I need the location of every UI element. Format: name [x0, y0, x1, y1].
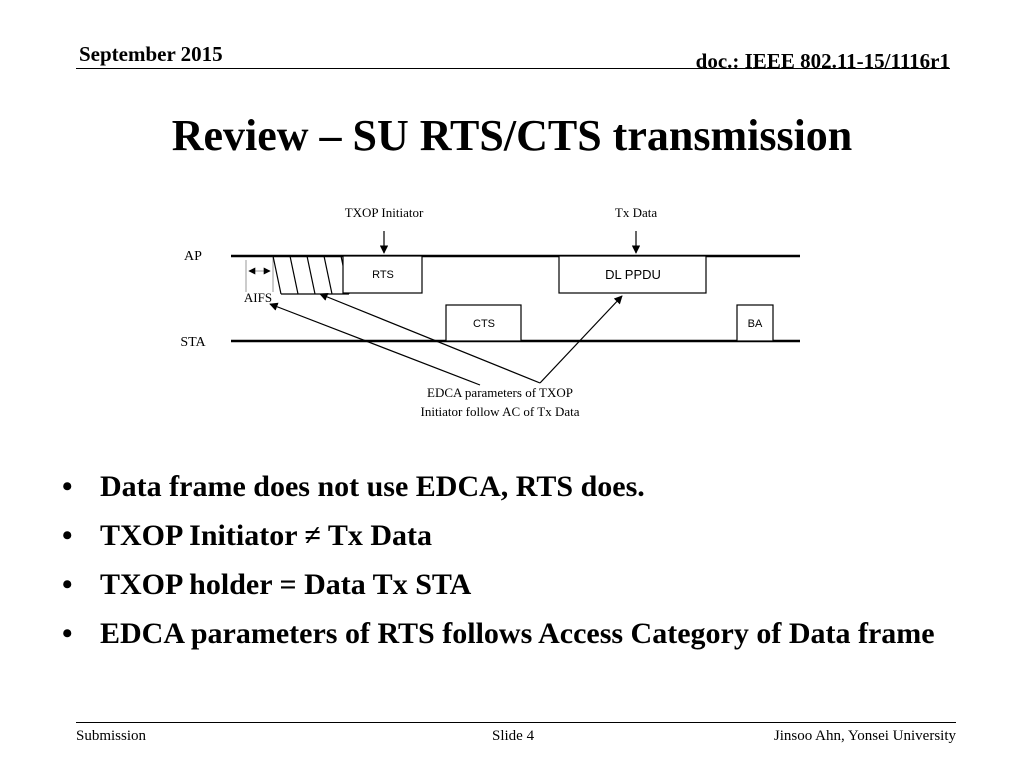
edca-note-line2: Initiator follow AC of Tx Data — [421, 404, 580, 419]
callout-arrow-backoff — [319, 292, 541, 384]
slide-title: Review – SU RTS/CTS transmission — [171, 111, 853, 160]
footer-author: Jinsoo Ahn, Yonsei University — [773, 728, 956, 744]
sta-label: STA — [180, 335, 206, 350]
ba-frame — [736, 304, 774, 342]
ba-frame-label: BA — [748, 318, 763, 330]
dl-ppdu-frame-label: DL PPDU — [605, 267, 661, 282]
bullet-item: • TXOP holder = Data Tx STA — [62, 568, 962, 602]
rts-frame — [342, 255, 423, 294]
footer-submission: Submission — [76, 728, 147, 744]
ap-label: AP — [184, 249, 202, 264]
bullet-text: EDCA parameters of RTS follows Access Ca… — [100, 617, 935, 650]
bullet-text: TXOP holder = Data Tx STA — [100, 568, 472, 601]
bullet-symbol: • — [62, 470, 73, 503]
callout-arrow-aifs — [269, 302, 481, 386]
aifs-label: AIFS — [244, 290, 272, 305]
cts-frame — [445, 304, 522, 342]
bullet-item: • EDCA parameters of RTS follows Access C… — [62, 617, 962, 651]
slide-number: Slide 4 — [492, 728, 535, 744]
callout-arrow-dl-ppdu — [539, 295, 623, 384]
document-id: doc.: IEEE 802.11-15/1116r1 — [695, 49, 950, 73]
bullet-symbol: • — [62, 519, 73, 552]
footer-divider — [76, 722, 956, 723]
rts-cts-timing-diagram: TXOP Initiator Tx Data AP STA AIFS RTS D… — [180, 205, 800, 419]
bullet-item: • Data frame does not use EDCA, RTS does. — [62, 470, 962, 504]
dl-ppdu-frame — [558, 255, 707, 294]
tx-data-label: Tx Data — [615, 205, 657, 220]
rts-frame-label: RTS — [372, 269, 394, 281]
bullet-symbol: • — [62, 617, 73, 650]
cts-frame-label: CTS — [473, 318, 495, 330]
backoff-slots — [272, 255, 350, 295]
bullet-symbol: • — [62, 568, 73, 601]
header-date: September 2015 — [79, 42, 223, 66]
bullet-item: • TXOP Initiator ≠ Tx Data — [62, 519, 962, 553]
bullet-text: TXOP Initiator ≠ Tx Data — [100, 519, 433, 552]
txop-initiator-label: TXOP Initiator — [345, 205, 424, 220]
edca-note-line1: EDCA parameters of TXOP — [427, 385, 573, 400]
header-divider — [76, 68, 950, 69]
bullet-text: Data frame does not use EDCA, RTS does. — [100, 470, 645, 503]
bullet-list: • Data frame does not use EDCA, RTS does.… — [62, 470, 962, 666]
